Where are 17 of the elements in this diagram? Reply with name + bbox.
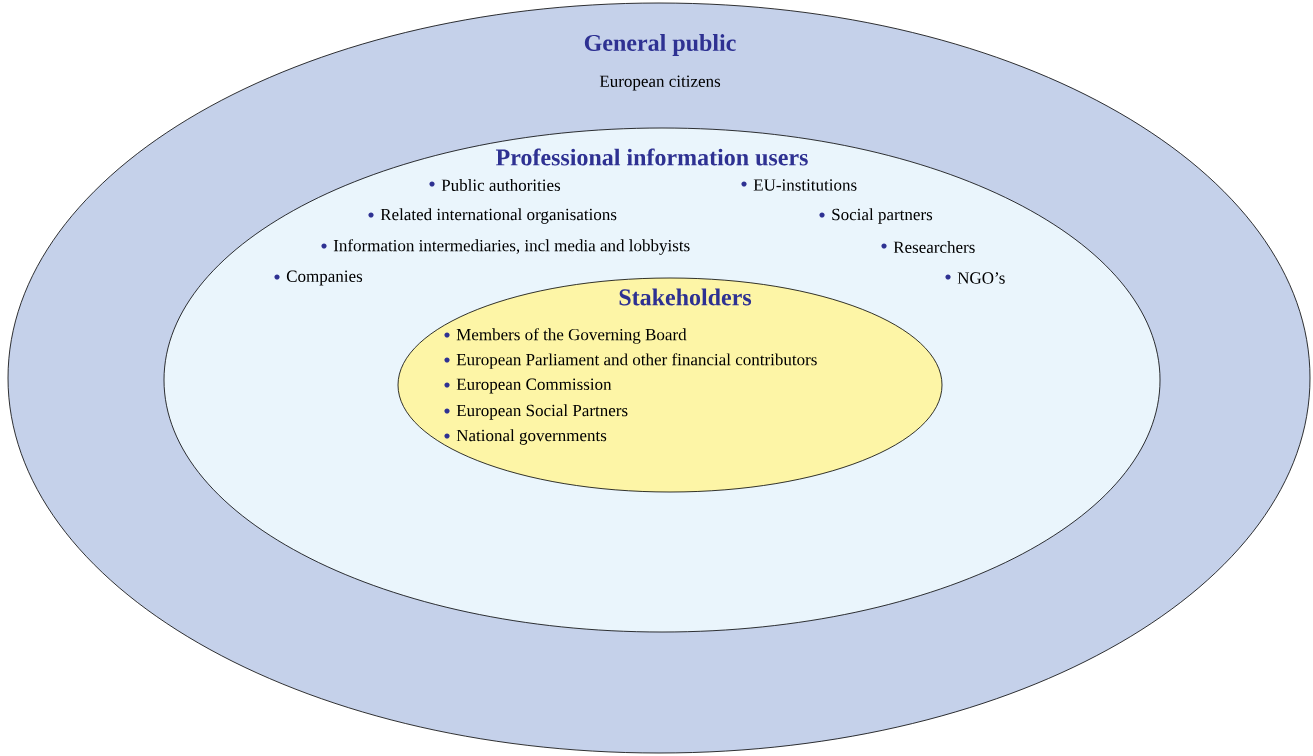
bullet-item: Social partners (819, 208, 933, 224)
bullet-item: National governments (444, 429, 607, 445)
bullet-item: Public authorities (429, 179, 561, 191)
bullet-item: Related international organisations (368, 208, 617, 224)
heading: Professional information users (496, 148, 808, 166)
bullet-item: Researchers (881, 241, 975, 253)
bullet-item: European Commission (444, 378, 612, 394)
bullet-item: Companies (274, 270, 363, 286)
bullet-item: Members of the Governing Board (444, 328, 687, 344)
bullet-item: NGO’s (945, 272, 1005, 284)
subheading: European citizens (599, 75, 721, 91)
heading: Stakeholders (619, 288, 752, 306)
bullet-item: Information intermediaries, incl media and lobbyists (321, 239, 690, 255)
bullet-item: European Social Partners (444, 404, 628, 420)
bullet-item: European Parliament and other financial contributors (444, 353, 817, 369)
bullet-item: EU-institutions (741, 179, 857, 191)
heading: General public (584, 34, 736, 56)
